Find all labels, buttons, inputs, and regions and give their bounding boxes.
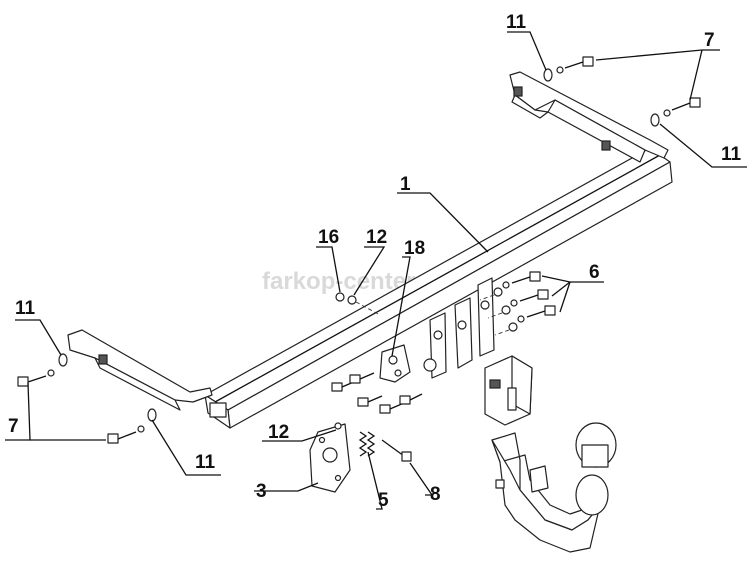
spring-part [358, 431, 376, 457]
leader-lines [5, 31, 747, 510]
callout-1: 1 [400, 174, 411, 195]
callout-3: 3 [256, 481, 267, 502]
left-side-bracket [67, 329, 213, 411]
callout-12-top: 12 [366, 227, 387, 248]
callout-labels: 1 3 5 6 7 7 8 11 11 11 11 12 12 16 18 [8, 12, 742, 511]
callout-18: 18 [404, 238, 425, 259]
callout-5: 5 [378, 490, 389, 511]
right-side-bracket [509, 71, 669, 163]
callout-11-right: 11 [721, 144, 742, 165]
center-mounting-plates [423, 277, 495, 379]
ball-mount-housing [484, 355, 533, 426]
pin-part [381, 439, 412, 462]
callout-11-left: 11 [15, 298, 36, 319]
callout-7-right: 7 [704, 30, 715, 51]
callout-11-top: 11 [506, 12, 527, 33]
socket-plate [309, 422, 351, 493]
callout-11-bottom: 11 [195, 452, 216, 473]
bolt-set-7-left [17, 353, 157, 444]
bolt-set-front [331, 372, 423, 414]
callout-7-left: 7 [8, 416, 19, 437]
callout-12-bottom: 12 [268, 422, 289, 443]
detachable-towball [491, 422, 617, 553]
callout-8: 8 [430, 484, 441, 505]
callout-6: 6 [589, 262, 600, 283]
socket-bracket [379, 344, 411, 383]
bolt-set-7-right [543, 56, 701, 127]
callout-16: 16 [318, 227, 339, 248]
main-crossbeam [204, 147, 673, 429]
bolt-set-6 [479, 271, 556, 336]
nut-washer-16-12 [335, 292, 381, 316]
